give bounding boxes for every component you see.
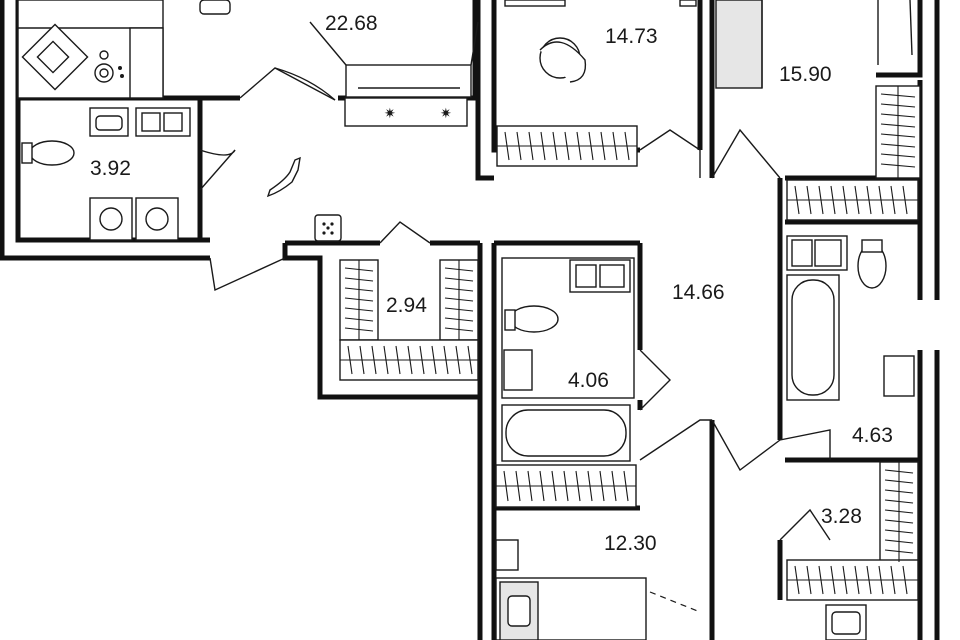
area-bathroom-center: 4.06 bbox=[568, 369, 609, 392]
tv-stand bbox=[345, 64, 472, 98]
area-bedroom-top-right: 15.90 bbox=[779, 63, 832, 86]
kitchen-furniture: ✷ ✷ bbox=[17, 0, 479, 127]
plant-icon: ✷ bbox=[440, 106, 452, 122]
doors bbox=[199, 67, 831, 541]
washbasin-icon bbox=[503, 349, 533, 391]
dog-icon bbox=[266, 156, 301, 198]
area-bedroom-bottom: 12.30 bbox=[604, 532, 657, 555]
area-kitchen-living: 22.68 bbox=[325, 12, 378, 35]
bathroom-right-furniture bbox=[786, 235, 915, 401]
area-hall: 14.66 bbox=[672, 281, 725, 304]
plant-icon: ✷ bbox=[384, 106, 396, 122]
bathroom-left-furniture bbox=[21, 107, 191, 241]
chair-icon bbox=[199, 0, 231, 15]
washbasin-icon bbox=[883, 355, 915, 397]
wardrobe-hatching bbox=[340, 86, 918, 595]
walls bbox=[0, 0, 940, 640]
vent-shaft-icon bbox=[314, 214, 342, 242]
bathroom-center-furniture bbox=[495, 257, 637, 508]
bedroom-bottom-furniture bbox=[495, 539, 867, 640]
bedroom-top-left-furniture bbox=[496, 0, 697, 167]
area-bathroom-right: 4.63 bbox=[852, 424, 893, 447]
bedroom-top-right-furniture bbox=[715, 0, 921, 221]
sofa-icon bbox=[715, 0, 763, 89]
toilet-icon bbox=[509, 305, 559, 333]
area-bedroom-top-left: 14.73 bbox=[605, 25, 658, 48]
area-closet-right: 3.28 bbox=[821, 505, 862, 528]
area-bathroom-left: 3.92 bbox=[90, 157, 131, 180]
area-storage: 2.94 bbox=[386, 294, 427, 317]
toilet-icon bbox=[29, 140, 75, 166]
